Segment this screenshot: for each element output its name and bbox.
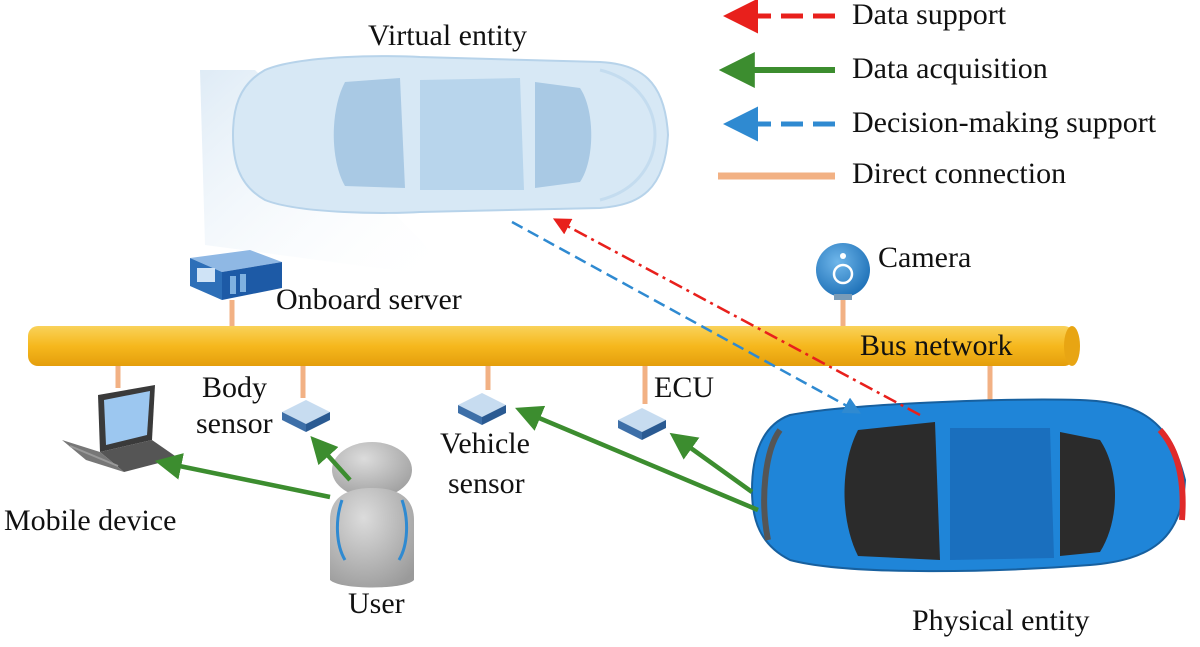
ecu-label: ECU bbox=[654, 371, 714, 404]
legend bbox=[718, 0, 835, 180]
bus-network-bar bbox=[28, 326, 1080, 366]
user-label: User bbox=[348, 587, 405, 620]
body-sensor-label-line1: Body bbox=[202, 371, 268, 404]
direct-connections bbox=[115, 298, 993, 410]
vehicle-sensor-label-line1: Vehicle bbox=[440, 427, 530, 460]
onboard-server-label: Onboard server bbox=[276, 283, 462, 316]
ecu-icon bbox=[618, 408, 666, 440]
data-acquisition-arrows bbox=[154, 405, 759, 513]
decision-support-arrow bbox=[511, 220, 862, 414]
physical-entity-label: Physical entity bbox=[912, 604, 1090, 637]
legend-direct-connection-label: Direct connection bbox=[852, 157, 1067, 190]
camera-label: Camera bbox=[878, 241, 972, 274]
virtual-entity-label: Virtual entity bbox=[368, 19, 527, 52]
legend-data-acquisition-label: Data acquisition bbox=[852, 52, 1048, 85]
server-icon bbox=[190, 250, 282, 300]
bus-network-label: Bus network bbox=[860, 329, 1013, 362]
body-sensor-label-line2: sensor bbox=[196, 407, 273, 440]
user-icon bbox=[330, 442, 414, 588]
vehicle-sensor-label-line2: sensor bbox=[448, 467, 525, 500]
camera-icon bbox=[816, 243, 870, 300]
physical-car bbox=[750, 398, 1187, 573]
laptop-icon bbox=[62, 385, 178, 472]
virtual-car bbox=[231, 55, 670, 214]
vehicle-sensor-icon bbox=[458, 393, 506, 425]
data-support-arrow bbox=[552, 218, 921, 417]
legend-data-support-label: Data support bbox=[852, 0, 1007, 31]
legend-decision-support-label: Decision-making support bbox=[852, 106, 1157, 139]
mobile-device-label: Mobile device bbox=[4, 504, 177, 537]
body-sensor-icon bbox=[282, 400, 330, 432]
